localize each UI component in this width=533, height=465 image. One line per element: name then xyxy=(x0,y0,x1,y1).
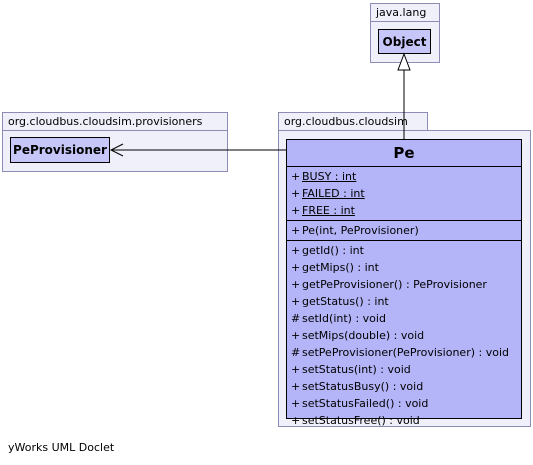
visibility-marker: + xyxy=(291,363,301,376)
visibility-marker: + xyxy=(291,397,301,410)
method-signature: getStatus() : int xyxy=(302,295,389,308)
field-signature: BUSY : int xyxy=(302,170,357,183)
method-signature: setMips(double) : void xyxy=(302,329,425,342)
method-signature: setPeProvisioner(PeProvisioner) : void xyxy=(302,346,509,359)
package-label-java-lang: java.lang xyxy=(376,6,427,19)
association-arrowhead xyxy=(109,143,124,157)
visibility-marker: + xyxy=(291,224,301,237)
class-pe: Pe +BUSY : int+FAILED : int+FREE : int +… xyxy=(286,139,522,427)
visibility-marker: + xyxy=(291,204,301,217)
method-signature: setStatusFailed() : void xyxy=(302,397,429,410)
visibility-marker: + xyxy=(291,380,301,393)
pe-constructors-compartment: +Pe(int, PeProvisioner) xyxy=(287,221,521,241)
method-signature: getMips() : int xyxy=(302,261,379,274)
field-signature: FREE : int xyxy=(302,204,355,217)
visibility-marker: + xyxy=(291,187,301,200)
visibility-marker: + xyxy=(291,295,301,308)
field-row: +FAILED : int xyxy=(287,185,521,202)
method-signature: setStatusFree() : void xyxy=(302,414,420,427)
method-signature: getPeProvisioner() : PeProvisioner xyxy=(302,278,487,291)
visibility-marker: + xyxy=(291,278,301,291)
method-row: +getId() : int xyxy=(287,242,521,259)
package-tab-java-lang: java.lang xyxy=(370,3,440,21)
visibility-marker: + xyxy=(291,261,301,274)
method-row: +setStatusFailed() : void xyxy=(287,395,521,412)
method-signature: setStatus(int) : void xyxy=(302,363,411,376)
pe-methods-compartment: +getId() : int+getMips() : int+getPeProv… xyxy=(287,241,521,430)
generalization-arrowhead xyxy=(397,52,411,71)
package-tab-provisioners: org.cloudbus.cloudsim.provisioners xyxy=(2,112,228,130)
class-object-name: Object xyxy=(382,34,427,49)
constructor-row: +Pe(int, PeProvisioner) xyxy=(287,222,521,239)
method-row: #setPeProvisioner(PeProvisioner) : void xyxy=(287,344,521,361)
method-row: +setStatus(int) : void xyxy=(287,361,521,378)
visibility-marker: + xyxy=(291,244,301,257)
method-row: +getMips() : int xyxy=(287,259,521,276)
visibility-marker: # xyxy=(291,346,301,359)
method-row: #setId(int) : void xyxy=(287,310,521,327)
visibility-marker: # xyxy=(291,312,301,325)
method-row: +getPeProvisioner() : PeProvisioner xyxy=(287,276,521,293)
method-row: +setMips(double) : void xyxy=(287,327,521,344)
package-tab-cloudsim: org.cloudbus.cloudsim xyxy=(278,112,428,130)
class-object: Object xyxy=(378,29,431,54)
visibility-marker: + xyxy=(291,329,301,342)
package-label-cloudsim: org.cloudbus.cloudsim xyxy=(284,115,408,128)
method-row: +getStatus() : int xyxy=(287,293,521,310)
footer-label: yWorks UML Doclet xyxy=(8,441,115,454)
method-row: +setStatusBusy() : void xyxy=(287,378,521,395)
class-peprovisioner: PeProvisioner xyxy=(10,137,110,163)
visibility-marker: + xyxy=(291,170,301,183)
package-label-provisioners: org.cloudbus.cloudsim.provisioners xyxy=(8,115,203,128)
method-signature: setStatusBusy() : void xyxy=(302,380,424,393)
class-peprovisioner-name: PeProvisioner xyxy=(13,143,107,157)
method-row: +setStatusFree() : void xyxy=(287,412,521,429)
visibility-marker: + xyxy=(291,414,301,427)
field-row: +BUSY : int xyxy=(287,168,521,185)
method-signature: getId() : int xyxy=(302,244,364,257)
pe-fields-compartment: +BUSY : int+FAILED : int+FREE : int xyxy=(287,167,521,221)
field-row: +FREE : int xyxy=(287,202,521,219)
constructor-signature: Pe(int, PeProvisioner) xyxy=(302,224,419,237)
field-signature: FAILED : int xyxy=(302,187,365,200)
method-signature: setId(int) : void xyxy=(302,312,386,325)
class-pe-name: Pe xyxy=(287,140,521,167)
